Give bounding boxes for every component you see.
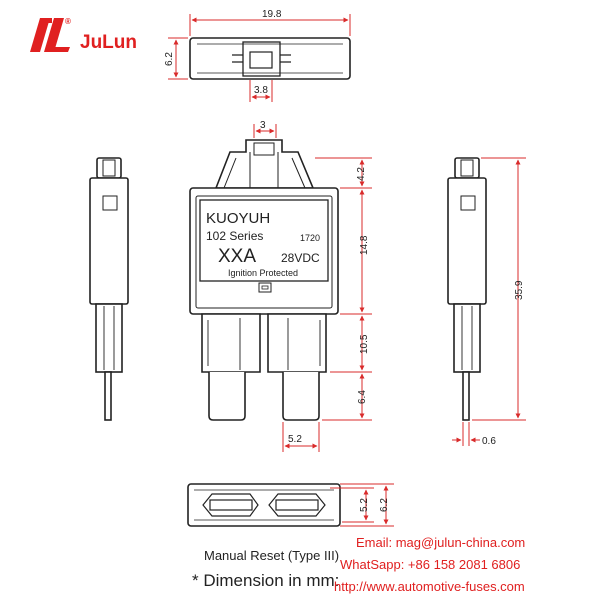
- top-view: 19.8 6.2 3.8: [164, 9, 351, 102]
- label-code: 1720: [300, 233, 320, 243]
- bottom-outer-dimension: 6.2: [379, 498, 390, 512]
- label-rating: XXA: [218, 246, 256, 267]
- units-caption: * Dimension in mm:: [192, 571, 339, 590]
- julun-logo-mark: [30, 18, 70, 52]
- type-caption: Manual Reset (Type III): [204, 548, 339, 563]
- height-label-dimension: 14.8: [359, 235, 370, 255]
- height-blade-dimension: 6.4: [357, 390, 368, 404]
- bottom-view: 5.2 6.2: [187, 483, 394, 527]
- left-side-view: [89, 157, 129, 421]
- label-voltage: 28VDC: [281, 251, 320, 265]
- contact-email: Email: mag@julun-china.com: [356, 535, 525, 550]
- height-top-dimension: 4.2: [356, 167, 367, 181]
- blade-width-dimension: 5.2: [288, 434, 302, 445]
- top-height-dimension: 6.2: [164, 52, 175, 66]
- bottom-inner-dimension: 5.2: [359, 498, 370, 512]
- blade-thickness-dimension: 0.6: [482, 436, 496, 447]
- julun-logo: ® JuLun: [30, 17, 137, 53]
- label-note: Ignition Protected: [228, 268, 298, 278]
- top-slot-dimension: 3.8: [254, 85, 268, 96]
- contact-whatsapp: WhatSapp: +86 158 2081 6806: [340, 557, 520, 572]
- brand-name: JuLun: [80, 32, 137, 53]
- label-series: 102 Series: [206, 229, 263, 243]
- top-width-dimension: 19.8: [262, 9, 282, 20]
- front-view: KUOYUH 102 Series 1720 XXA 28VDC Ignitio…: [189, 120, 372, 452]
- right-side-view: 35.9 0.6: [447, 157, 526, 447]
- terminal-gap-dimension: 3: [260, 120, 266, 131]
- total-height-dimension: 35.9: [514, 280, 525, 300]
- contact-website: http://www.automotive-fuses.com: [334, 579, 525, 594]
- height-base-dimension: 10.5: [359, 334, 370, 354]
- logo-registered-mark: ®: [65, 17, 71, 26]
- label-maker: KUOYUH: [206, 210, 270, 227]
